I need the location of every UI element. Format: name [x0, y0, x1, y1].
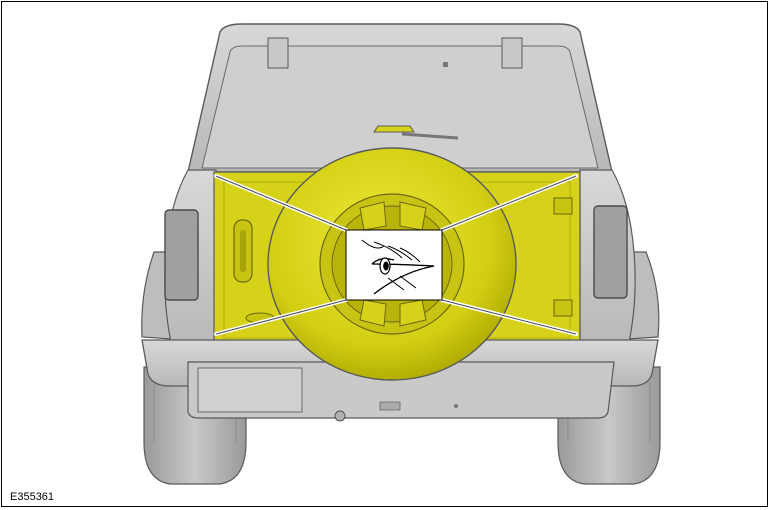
right-tail-lamp	[593, 205, 628, 299]
figure-id-label: E355361	[10, 491, 55, 503]
eye-icon	[345, 229, 443, 301]
hardtop	[187, 23, 613, 173]
left-tail-lamp	[164, 209, 199, 301]
